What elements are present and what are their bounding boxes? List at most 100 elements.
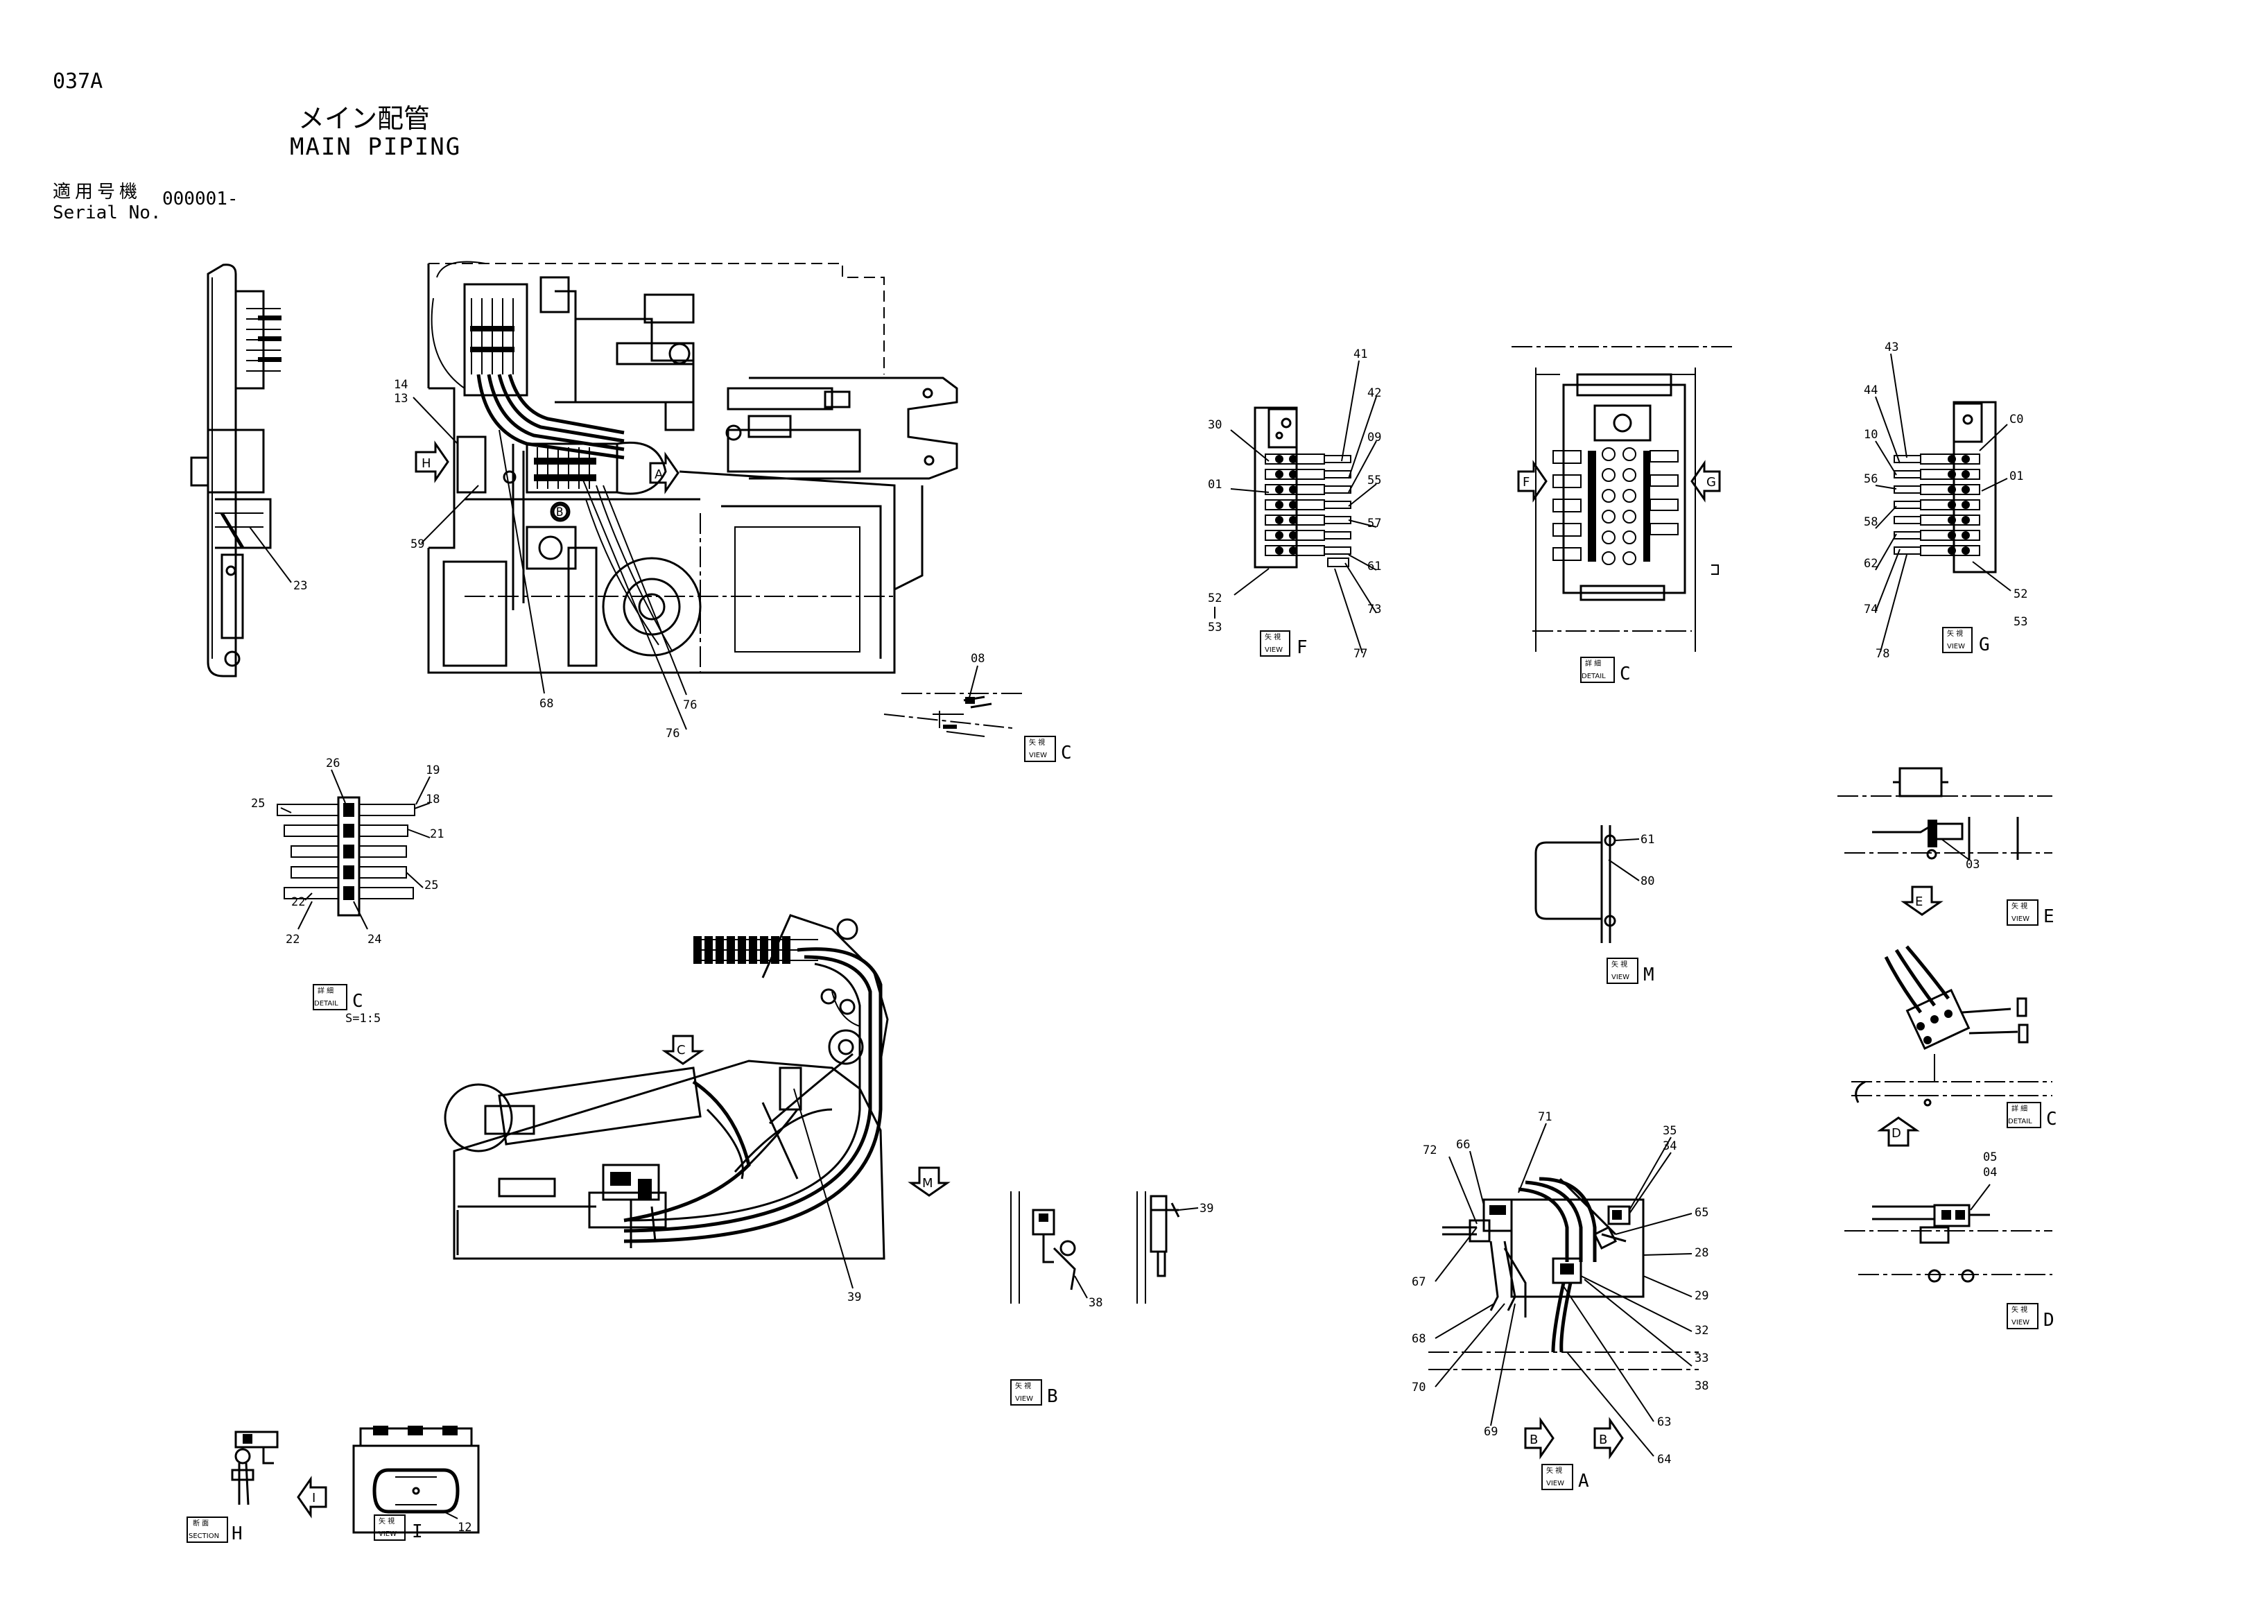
- callout-58: 58: [1864, 515, 1878, 529]
- callout-21: 21: [430, 827, 444, 841]
- svg-text:SECTION: SECTION: [189, 1532, 219, 1540]
- callout-63: 63: [1657, 1415, 1671, 1429]
- callout-34: 34: [1663, 1139, 1677, 1153]
- svg-text:VIEW: VIEW: [1611, 974, 1629, 981]
- detail-c-right-drawing: D: [1851, 945, 2052, 1147]
- view-g-label-box: 矢 視 VIEW G: [1942, 627, 1990, 655]
- callout-12: 12: [458, 1521, 471, 1535]
- callout-39-b: 39: [1200, 1202, 1213, 1216]
- detail-c-top-label-box: 詳 細 DETAIL C: [1580, 657, 1631, 684]
- svg-text:VIEW: VIEW: [1029, 752, 1047, 759]
- callout-72: 72: [1423, 1143, 1437, 1157]
- direction-arrow-b: B: [556, 506, 563, 519]
- svg-text:矢 視: 矢 視: [1265, 632, 1281, 641]
- callout-55: 55: [1367, 474, 1381, 487]
- main-plan-view: H A B 14 13 59 68 76 76: [394, 261, 958, 741]
- svg-text:H: H: [232, 1523, 243, 1544]
- callout-38-b: 38: [1089, 1296, 1102, 1310]
- page-code: 037A: [53, 69, 103, 94]
- callout-01-g: 01: [2009, 469, 2023, 483]
- callout-52: 52: [1208, 591, 1222, 605]
- callout-23: 23: [293, 579, 307, 593]
- callout-44: 44: [1864, 383, 1878, 397]
- view-g-drawing: 43 44 10 56 58 62 74 78 C0 01 52 53: [1864, 340, 2027, 661]
- callout-30: 30: [1208, 418, 1222, 432]
- callout-10: 10: [1864, 428, 1878, 442]
- direction-arrow-d: D: [1892, 1126, 1901, 1141]
- view-i-label-box: 矢 視 VIEW I: [374, 1514, 423, 1542]
- callout-77: 77: [1353, 647, 1367, 661]
- boom-side-view: C M 39: [444, 914, 951, 1304]
- callout-65: 65: [1695, 1206, 1708, 1220]
- callout-57: 57: [1367, 517, 1381, 530]
- view-c-drawing: 08: [883, 652, 1023, 737]
- svg-text:D: D: [2043, 1310, 2054, 1331]
- svg-text:C: C: [352, 991, 363, 1012]
- detail-c-right-label-box: 詳 細 DETAIL C: [2007, 1102, 2057, 1130]
- callout-14: 14: [394, 378, 408, 392]
- direction-arrow-e: E: [1915, 895, 1923, 909]
- direction-arrow-b1: B: [1530, 1433, 1538, 1447]
- callout-43: 43: [1885, 340, 1898, 354]
- svg-text:C: C: [1620, 664, 1631, 684]
- svg-text:VIEW: VIEW: [1265, 646, 1283, 654]
- callout-68: 68: [539, 697, 553, 711]
- callout-68-a: 68: [1412, 1332, 1426, 1346]
- direction-arrow-i: I: [312, 1491, 315, 1505]
- callout-01: 01: [1208, 478, 1222, 492]
- view-m-drawing: 61 80: [1534, 825, 1654, 943]
- callout-70: 70: [1412, 1381, 1426, 1394]
- callout-67: 67: [1412, 1275, 1426, 1289]
- svg-text:E: E: [2043, 906, 2054, 927]
- direction-arrow-b2: B: [1599, 1433, 1607, 1447]
- callout-03: 03: [1966, 858, 1980, 872]
- svg-text:DETAIL: DETAIL: [314, 1000, 338, 1008]
- view-d-drawing: 05 04: [1844, 1150, 2052, 1283]
- callout-04: 04: [1983, 1166, 1997, 1180]
- callout-22a: 22: [291, 895, 305, 909]
- svg-text:詳 細: 詳 細: [1585, 659, 1601, 668]
- svg-text:詳 細: 詳 細: [318, 986, 334, 995]
- svg-text:断 面: 断 面: [193, 1519, 209, 1528]
- callout-05: 05: [1983, 1150, 1997, 1164]
- svg-text:矢 視: 矢 視: [2011, 901, 2027, 910]
- view-a-drawing: B B 66 71 35 34 72 65 67 28 29 68 32 33 …: [1412, 1110, 1708, 1467]
- callout-69: 69: [1484, 1425, 1498, 1439]
- callout-08: 08: [971, 652, 985, 666]
- direction-arrow-f: F: [1523, 475, 1530, 490]
- svg-text:M: M: [1643, 965, 1654, 985]
- svg-text:A: A: [1578, 1471, 1589, 1492]
- svg-text:I: I: [412, 1521, 423, 1542]
- svg-text:G: G: [1979, 634, 1990, 655]
- callout-76a: 76: [683, 698, 697, 712]
- callout-78: 78: [1876, 647, 1889, 661]
- callout-42: 42: [1367, 386, 1381, 400]
- callout-28: 28: [1695, 1246, 1708, 1260]
- svg-text:矢 視: 矢 視: [1029, 738, 1045, 747]
- callout-56: 56: [1864, 472, 1878, 486]
- title-japanese: メイン配管: [298, 103, 431, 134]
- callout-53-g: 53: [2014, 615, 2027, 629]
- serial-number-value: 000001-: [162, 189, 239, 209]
- callout-53: 53: [1208, 621, 1222, 634]
- direction-arrow-h: H: [422, 456, 431, 471]
- svg-text:VIEW: VIEW: [2011, 915, 2029, 923]
- svg-text:C: C: [2046, 1109, 2057, 1130]
- svg-text:矢 視: 矢 視: [1611, 960, 1627, 969]
- callout-73: 73: [1367, 603, 1381, 616]
- callout-41: 41: [1353, 347, 1367, 361]
- detail-c-fittings-drawing: 26 19 18 25 21 25 22 22 24: [251, 757, 444, 947]
- scale-note: S=1:5: [345, 1012, 381, 1026]
- callout-74: 74: [1864, 603, 1878, 616]
- serial-label-english: Serial No.: [53, 202, 162, 223]
- title-english: MAIN PIPING: [290, 133, 462, 161]
- direction-arrow-c: C: [677, 1043, 686, 1057]
- svg-text:矢 視: 矢 視: [1015, 1381, 1031, 1390]
- callout-39-boom: 39: [847, 1290, 861, 1304]
- callout-26: 26: [326, 757, 340, 770]
- callout-22b: 22: [286, 933, 300, 947]
- svg-text:矢 視: 矢 視: [1947, 629, 1963, 638]
- callout-32: 32: [1695, 1324, 1708, 1338]
- svg-text:C: C: [1061, 743, 1072, 763]
